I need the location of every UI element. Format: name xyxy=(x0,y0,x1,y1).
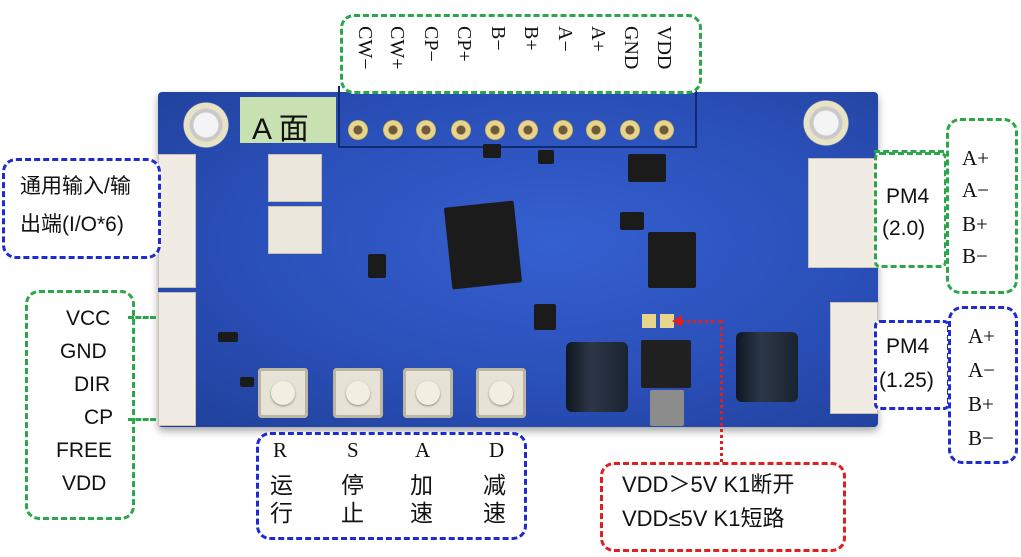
top-pin-label: B+ xyxy=(520,26,542,51)
io-connector xyxy=(158,154,196,288)
io-label-line2: 出端(I/O*6) xyxy=(20,213,124,236)
top-pad-row xyxy=(338,86,697,148)
pm4-2-0-subtitle: (2.0) xyxy=(882,217,926,240)
voltage-regulator xyxy=(641,340,691,388)
top-pin-label: CW+ xyxy=(386,26,408,70)
top-pin-label: CP+ xyxy=(453,26,475,62)
control-pin-connector-line-top xyxy=(128,316,156,319)
button-desc: 止 xyxy=(341,501,364,526)
jumper-pointer-arrow xyxy=(672,315,682,327)
optocoupler-1 xyxy=(268,154,322,202)
capacitor-right xyxy=(736,332,798,402)
pm4-2-0-pin-box xyxy=(946,118,1018,294)
mounting-hole-right xyxy=(803,100,849,146)
jumper-pointer-vertical xyxy=(720,320,723,462)
top-pin-box xyxy=(340,14,702,94)
button-stop[interactable] xyxy=(333,368,383,418)
optocoupler-2 xyxy=(268,206,322,254)
control-pin-label: VCC xyxy=(66,307,111,330)
pm4-1-25-title: PM4 xyxy=(886,335,930,358)
control-pin-box xyxy=(25,290,135,520)
button-desc: 运 xyxy=(270,473,293,498)
button-desc: 加 xyxy=(410,473,433,498)
button-desc: 速 xyxy=(483,501,506,526)
top-pin-label: A+ xyxy=(587,26,609,52)
button-run[interactable] xyxy=(258,368,308,418)
io-label-line1: 通用输入/输 xyxy=(20,175,131,198)
button-desc: 行 xyxy=(270,501,293,526)
pm4-1-25-pin: B+ xyxy=(968,392,994,416)
control-pin-label: VDD xyxy=(62,472,107,495)
io-callout-box xyxy=(2,158,161,259)
jumper-pointer-horizontal xyxy=(680,320,722,323)
capacitor-left xyxy=(566,342,628,412)
button-desc: 减 xyxy=(483,473,506,498)
control-pin-connector-line-bottom xyxy=(128,418,156,421)
pm4-2-0-pin: A− xyxy=(962,178,990,202)
button-key-label: R xyxy=(273,438,288,462)
pm4-1-25-pin: A+ xyxy=(968,324,996,348)
pm4-1-25-pin: A− xyxy=(968,358,996,382)
jumper-note-box xyxy=(600,462,846,552)
top-pin-label: A− xyxy=(554,26,576,52)
control-pin-label: GND xyxy=(60,340,107,363)
pm4-2-0-pin: B+ xyxy=(962,212,988,236)
top-pin-label: B− xyxy=(487,26,509,51)
pm4-2-0-title: PM4 xyxy=(886,185,930,208)
pm4-1-25-pin: B− xyxy=(968,426,994,450)
mounting-hole-left xyxy=(183,102,229,148)
button-key-label: A xyxy=(415,438,431,462)
control-connector xyxy=(158,292,196,426)
top-pin-label: GND xyxy=(620,26,642,70)
pm4-1-25-label-box xyxy=(874,320,950,410)
pm4-2-0-pin: B− xyxy=(962,244,988,268)
mcu-chip xyxy=(443,200,523,290)
control-pin-label: CP xyxy=(84,406,114,429)
button-accelerate[interactable] xyxy=(403,368,453,418)
pm4-2-0-connector xyxy=(808,158,882,268)
button-key-label: S xyxy=(347,438,359,462)
jumper-note-line2: VDD≤5V K1短路 xyxy=(622,506,785,531)
top-pin-label: VDD xyxy=(653,26,675,70)
button-desc: 速 xyxy=(410,501,433,526)
pcb-board xyxy=(158,86,882,427)
driver-chip xyxy=(648,232,696,288)
pm4-2-0-connector-line xyxy=(874,150,944,153)
top-pin-label: CW− xyxy=(354,26,376,70)
side-label-badge: A 面 xyxy=(240,97,336,146)
control-pin-label: FREE xyxy=(56,439,113,462)
button-decelerate[interactable] xyxy=(476,368,526,418)
pm4-1-25-pin-box xyxy=(948,306,1018,464)
side-label: A 面 xyxy=(252,113,309,146)
buttons-callout-box xyxy=(256,432,527,540)
pm4-1-25-subtitle: (1.25) xyxy=(879,369,934,392)
jumper-note-line1: VDD＞5V K1断开 xyxy=(622,472,795,497)
button-desc: 停 xyxy=(341,473,364,498)
control-pin-label: DIR xyxy=(74,373,111,396)
pm4-2-0-label-box xyxy=(874,152,947,268)
button-key-label: D xyxy=(489,438,505,462)
pm4-2-0-pin: A+ xyxy=(962,146,990,170)
top-pin-label: CP− xyxy=(420,26,442,62)
pm4-1-25-connector xyxy=(830,302,878,414)
